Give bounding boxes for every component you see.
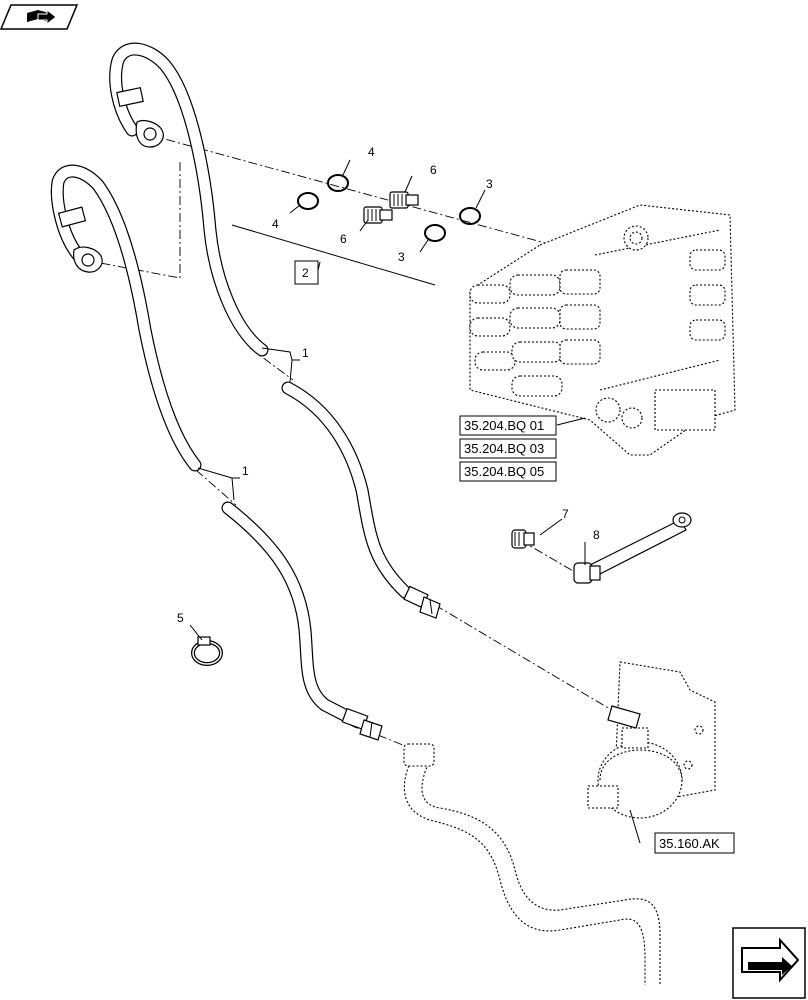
ref-bq03-label: 35.204.BQ 03: [464, 441, 544, 456]
callout-2-box: 2: [294, 260, 319, 285]
book-arrow-icon[interactable]: [0, 4, 79, 30]
ref-box-ak[interactable]: 35.160.AK: [654, 832, 735, 854]
hose-clamp: [191, 636, 223, 666]
ref-ak-label: 35.160.AK: [659, 836, 720, 851]
ref-bq05-label: 35.204.BQ 05: [464, 464, 544, 479]
plug-fitting: [511, 529, 535, 549]
test-coupling: [573, 512, 692, 584]
callout-8: 8: [593, 528, 600, 542]
hose-b: [50, 164, 383, 741]
callout-1-upper: 1: [302, 346, 309, 360]
callout-7: 7: [562, 507, 569, 521]
next-page-arrow-icon[interactable]: [732, 927, 806, 999]
callout-1-lower: 1: [242, 464, 249, 478]
callout-numbers: 1 1 3 3 4 4 5 6 6 7 8: [177, 145, 600, 625]
control-valve-block: [469, 204, 736, 456]
o-ring-4a: [327, 174, 349, 192]
adapter-fitting-6b: [363, 206, 393, 224]
hose-a: [109, 42, 441, 619]
callout-5: 5: [177, 611, 184, 625]
ref-box-bq05[interactable]: 35.204.BQ 05: [459, 461, 557, 482]
ref-box-bq01[interactable]: 35.204.BQ 01: [459, 415, 557, 436]
callout-4-upper: 4: [368, 145, 375, 159]
o-ring-4b: [297, 192, 319, 210]
o-ring-3b: [424, 224, 446, 242]
suction-pipe: [403, 743, 661, 985]
callout-4-lower: 4: [272, 217, 279, 231]
o-ring-3a: [459, 207, 481, 225]
callout-6-upper: 6: [430, 163, 437, 177]
callout-3-lower: 3: [398, 250, 405, 264]
ref-box-bq03[interactable]: 35.204.BQ 03: [459, 438, 557, 459]
ref-bq01-label: 35.204.BQ 01: [464, 418, 544, 433]
callout-6-lower: 6: [340, 232, 347, 246]
callout-3-upper: 3: [486, 177, 493, 191]
adapter-fitting-6a: [389, 191, 419, 209]
callout-2: 2: [302, 266, 309, 280]
leader-lines: [189, 159, 641, 844]
accumulator-assembly: [587, 661, 716, 819]
